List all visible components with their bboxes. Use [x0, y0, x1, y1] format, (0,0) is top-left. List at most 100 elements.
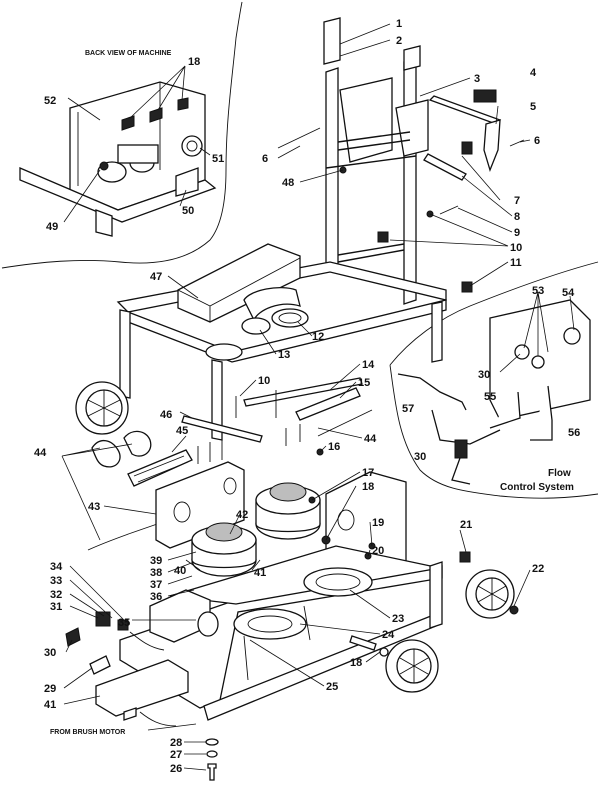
callout-30-left: 30 [44, 647, 56, 659]
washer-27 [206, 750, 218, 758]
support-leg-41 [123, 707, 137, 721]
bumper-7 [461, 141, 473, 155]
callout-32: 32 [50, 589, 62, 601]
opening-ring [205, 343, 243, 361]
frame-column-left [325, 67, 339, 273]
back-view-inset-border [1, 1, 243, 269]
inset-switch-18c [177, 97, 189, 111]
callout-8: 8 [514, 211, 520, 223]
back-view-inset: BACK VIEW OF MACHINE [1, 1, 243, 269]
callout-55: 55 [484, 391, 496, 403]
flow-control-inset: Flow Control System [389, 261, 599, 499]
shaft-46 [181, 415, 263, 443]
shaft-14 [243, 377, 363, 407]
callout-14: 14 [362, 359, 375, 371]
bolt-26 [207, 763, 217, 781]
tray-47 [177, 243, 301, 323]
rod-44-right [317, 409, 373, 437]
leader-lines [61, 23, 531, 771]
callout-30-flow-bottom: 30 [414, 451, 426, 463]
callout-54: 54 [562, 287, 575, 299]
callout-43: 43 [88, 501, 100, 513]
handle-plate-3 [339, 77, 393, 163]
callout-57: 57 [402, 403, 414, 415]
switch-31 [95, 611, 111, 627]
brush-motor-wire [139, 711, 177, 727]
rod-7 [423, 153, 467, 181]
callout-44-left: 44 [34, 447, 47, 459]
callout-38: 38 [150, 567, 162, 579]
callout-11: 11 [510, 257, 522, 269]
frame-crossbar-mid [325, 155, 417, 169]
rod-15 [295, 387, 361, 421]
frame-column-right [403, 57, 417, 305]
from-brush-motor-caption: FROM BRUSH MOTOR [50, 729, 125, 736]
callout-34: 34 [50, 561, 63, 573]
callout-27: 27 [170, 749, 182, 761]
frame-leg-front-left [119, 309, 131, 399]
callout-44-right: 44 [364, 433, 377, 445]
pin-6-right [509, 139, 525, 147]
bolt-9 [439, 205, 459, 215]
inset-frame-leg [95, 209, 113, 237]
callout-2: 2 [396, 35, 402, 47]
callout-1: 1 [396, 18, 402, 30]
callout-10-top: 10 [510, 242, 522, 254]
callout-18-inset: 18 [188, 56, 200, 68]
callout-10-mid: 10 [258, 375, 270, 387]
callout-6-right: 6 [534, 135, 540, 147]
callout-9: 9 [514, 227, 520, 239]
block-10 [377, 231, 389, 243]
base-rail-right [429, 561, 443, 629]
bolts-10 [235, 390, 277, 418]
flow-inset-border [389, 261, 599, 499]
inset-relay-block [117, 144, 159, 164]
nut-22 [509, 605, 519, 615]
callout-37: 37 [150, 579, 162, 591]
lower-base [65, 448, 519, 781]
handle-plate-right [395, 99, 429, 157]
upper-frame [277, 17, 525, 305]
flow-solenoid-30b [454, 439, 468, 459]
callout-17: 17 [362, 467, 374, 479]
support-bracket-41 [95, 659, 189, 717]
block-11 [461, 281, 473, 293]
callout-36: 36 [150, 591, 162, 603]
callout-13: 13 [278, 349, 290, 361]
label-4 [473, 89, 497, 103]
callout-29: 29 [44, 683, 56, 695]
callout-35: 35 [118, 617, 130, 629]
callout-56: 56 [568, 427, 580, 439]
callout-7: 7 [514, 195, 520, 207]
axle-18 [349, 635, 377, 651]
callout-3: 3 [474, 73, 480, 85]
latch-29 [89, 655, 111, 675]
mid-frame [75, 243, 447, 551]
callout-45: 45 [176, 425, 188, 437]
flow-valve-53 [531, 355, 545, 369]
handle-top-block-right [403, 45, 421, 71]
callout-28: 28 [170, 737, 182, 749]
hose-13 [243, 286, 301, 322]
gasket-24 [233, 608, 307, 640]
callout-25: 25 [326, 681, 338, 693]
callout-18-mid: 18 [362, 481, 374, 493]
callout-30-flow-top: 30 [478, 369, 490, 381]
callout-50: 50 [182, 205, 194, 217]
frame-crossbar-low [337, 243, 405, 263]
callout-21: 21 [460, 519, 472, 531]
flow-fitting-54 [563, 327, 581, 345]
callout-24: 24 [382, 629, 395, 641]
flow-caption-line2: Control System [500, 482, 574, 493]
lever-5 [483, 119, 501, 172]
flow-tube-56 [530, 385, 553, 441]
callout-47: 47 [150, 271, 162, 283]
callout-39: 39 [150, 555, 162, 567]
studs [197, 424, 301, 464]
callout-4: 4 [530, 67, 537, 79]
callout-6-left: 6 [262, 153, 268, 165]
callout-26: 26 [170, 763, 182, 775]
switch-knob-35 [197, 611, 219, 637]
callout-15: 15 [358, 377, 370, 389]
